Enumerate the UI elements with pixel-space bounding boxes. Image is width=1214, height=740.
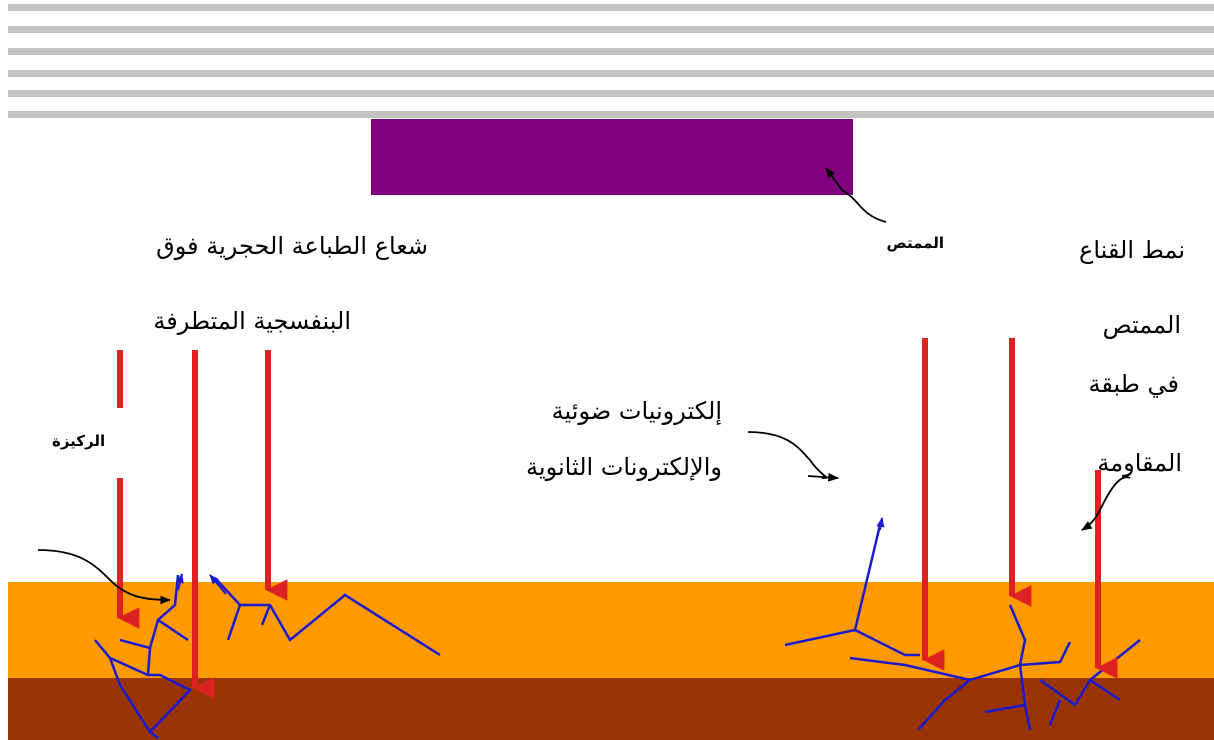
mask-label-line1: نمط القناع (1079, 236, 1185, 264)
euv-beam-label-line1: شعاع الطباعة الحجرية فوق (156, 232, 428, 260)
electrons-label-line2: والإلكترونات الثانوية (526, 453, 722, 481)
absorber-pointer-arrow (825, 167, 887, 223)
electron-arrow (209, 574, 227, 595)
mirror-stripe (8, 90, 1214, 97)
absorber-label: الممتص (886, 234, 944, 252)
euv-beam-label-line2: البنفسجية المتطرفة (153, 307, 351, 335)
mirror-stripe (8, 70, 1214, 77)
mask-label-line3: في طبقة (1088, 370, 1179, 398)
electrons-label-line1: إلكترونيات ضوئية (551, 397, 722, 425)
electrons-pointer-arrow (807, 473, 840, 482)
mirror-stripe (8, 48, 1214, 55)
mirror-stripe (8, 4, 1214, 11)
mirror-stripe (8, 26, 1214, 33)
electron-tracks-right (784, 524, 1141, 731)
absorber-block (371, 119, 853, 195)
electron-arrow (876, 517, 885, 531)
mask-label-line4: المقاومة (1097, 449, 1182, 477)
mask-pointer-arrow (1081, 476, 1131, 531)
focus-label: الركيزة (52, 432, 106, 450)
electron-arrow (175, 573, 184, 591)
mask-label-line2: الممتص (1102, 311, 1181, 339)
focus-pointer-arrow (37, 549, 172, 605)
electrons-pointer-arrow-path (747, 431, 828, 479)
electron-tracks-left (94, 574, 441, 739)
mirror-stripe (8, 111, 1214, 118)
